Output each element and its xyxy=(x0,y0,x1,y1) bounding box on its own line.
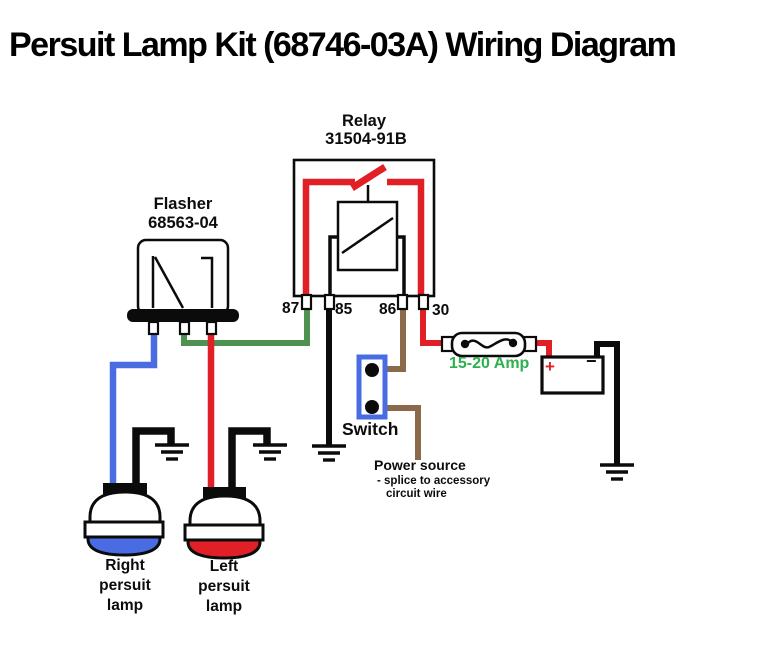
battery-box xyxy=(540,355,605,395)
relay-terminal-30-label: 30 xyxy=(432,302,450,319)
relay-terminal-pins xyxy=(300,293,430,311)
ground-symbol-left-lamp xyxy=(253,443,287,461)
switch-label: Switch xyxy=(342,419,399,439)
fuse-element-wave xyxy=(467,338,512,349)
right-lamp-label-line2: persuit xyxy=(99,577,151,594)
battery-positive-label: + xyxy=(545,357,555,376)
flasher-base xyxy=(127,309,239,322)
right-lamp-dome xyxy=(88,490,162,526)
battery-negative-label: − xyxy=(586,351,597,371)
power-source-note-line1: - splice to accessory xyxy=(377,475,491,487)
left-lamp-label-line2: persuit xyxy=(198,578,250,595)
relay-internal-red-right xyxy=(387,178,425,296)
flasher-pin-middle xyxy=(178,320,191,336)
relay-contact-blade xyxy=(350,164,387,191)
page-title: Persuit Lamp Kit (68746-03A) Wiring Diag… xyxy=(9,26,677,64)
left-lamp-dome xyxy=(188,494,262,530)
flasher-contact-diagonal xyxy=(153,256,185,309)
switch-terminal-top xyxy=(365,363,379,377)
right-lamp-band xyxy=(83,520,165,539)
wire-red-fuse-to-battery xyxy=(534,340,552,358)
relay-terminal-87-label: 87 xyxy=(282,300,300,317)
relay-pin-85 xyxy=(323,293,336,311)
ground-symbol-relay85 xyxy=(312,444,346,462)
relay-part-number-label: 31504-91B xyxy=(325,130,407,148)
relay-pin-86 xyxy=(396,293,409,311)
relay-name-label: Relay xyxy=(341,112,387,130)
flasher-box xyxy=(136,238,230,316)
power-source-label: Power source xyxy=(374,457,466,473)
relay-coil-lead-86 xyxy=(397,235,406,296)
relay-pin-30 xyxy=(417,293,430,311)
relay-coil-diagonal xyxy=(341,216,394,255)
flasher-pin-left xyxy=(147,320,160,336)
right-lamp-cap xyxy=(103,483,147,494)
flasher-pin-right xyxy=(205,320,218,336)
flasher-part-number-label: 68563-04 xyxy=(148,214,218,232)
right-lamp-label-line1: Right xyxy=(105,557,145,574)
fuse-rating-label: 15-20 Amp xyxy=(449,355,530,372)
relay-terminal-86-label: 86 xyxy=(379,301,397,318)
wire-blue-flasher-to-right-lamp xyxy=(109,333,158,484)
wire-brown-switch-to-power-source xyxy=(375,405,421,460)
relay-terminal-85-label: 85 xyxy=(335,301,353,318)
ground-symbol-right-lamp xyxy=(155,443,189,461)
right-lamp-label-line3: lamp xyxy=(106,597,144,614)
wire-black-right-lamp-to-ground xyxy=(132,427,175,484)
right-lamp-lens xyxy=(86,535,162,557)
left-lamp-label-line3: lamp xyxy=(205,598,243,615)
fuse-element-dot-left xyxy=(460,339,470,349)
left-lamp-lens xyxy=(186,538,262,560)
power-source-note-line2: circuit wire xyxy=(386,488,447,500)
flasher-name-label: Flasher xyxy=(153,195,213,213)
wire-black-left-lamp-to-ground xyxy=(228,427,271,488)
left-lamp-band xyxy=(183,523,265,542)
left-lamp-cap xyxy=(203,487,246,498)
switch-terminal-bottom xyxy=(365,400,379,414)
wire-red-relay30-to-fuse xyxy=(420,307,444,346)
relay-pin-87 xyxy=(300,293,313,311)
relay-internal-red-left xyxy=(302,178,355,296)
relay-coil-lead-85 xyxy=(328,235,338,296)
left-lamp-label-line1: Left xyxy=(209,558,239,575)
wire-green-flasher-to-relay87 xyxy=(181,307,310,346)
flasher-pins xyxy=(147,320,218,336)
switch-box xyxy=(356,354,388,420)
wire-black-battery-to-ground xyxy=(594,341,620,465)
flasher-contact-right xyxy=(201,256,214,308)
ground-symbol-battery xyxy=(600,463,634,481)
